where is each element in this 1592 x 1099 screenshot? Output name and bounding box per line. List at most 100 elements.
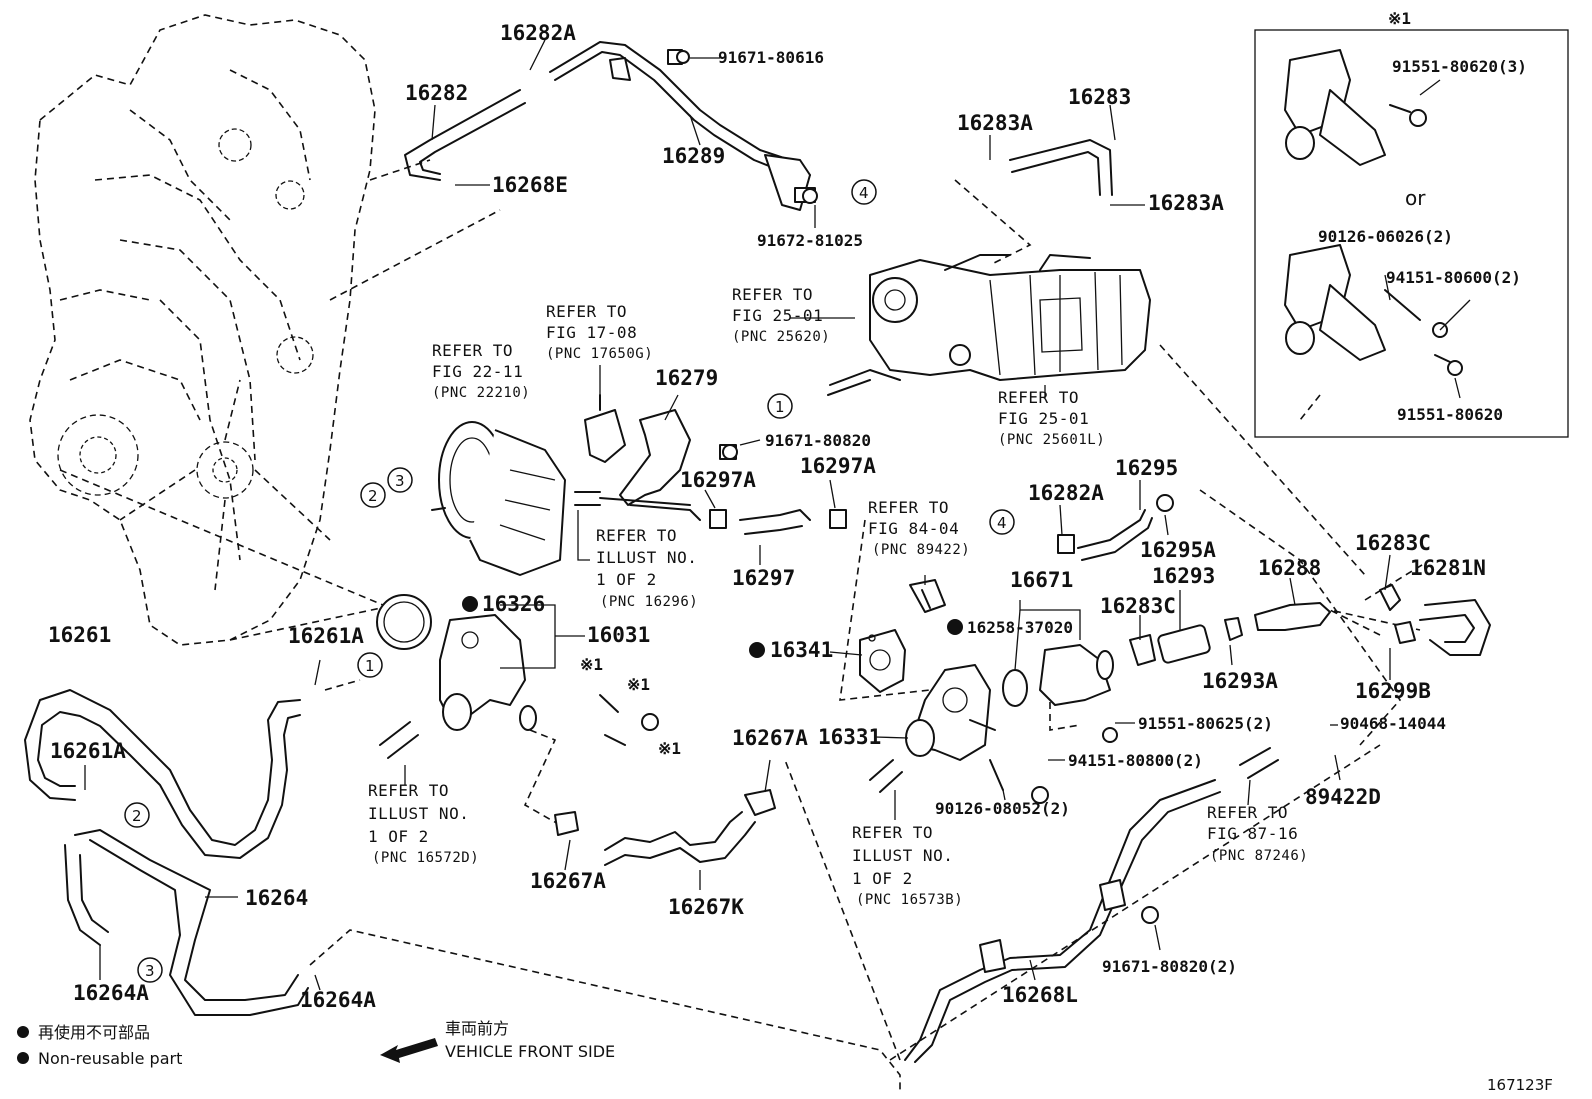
gasket-16341 xyxy=(859,629,906,693)
ref-fig22-line2: FIG 22-11 xyxy=(432,362,523,381)
callout-2-a xyxy=(360,482,386,508)
water-outlet-16031 xyxy=(376,594,537,731)
part-labels: 16282A 91671-80616 16282 16268E 16289 91… xyxy=(48,21,1486,1012)
callout-1-b-text: 1 xyxy=(365,657,375,675)
ref-fig25a-line3: (PNC 25620) xyxy=(732,329,830,345)
label-16258-37020: 16258-37020 xyxy=(967,618,1073,637)
hose-16297 xyxy=(709,509,847,535)
label-16264A-right: 16264A xyxy=(300,988,376,1012)
callout-4-b-text: 4 xyxy=(997,514,1007,532)
label-16268L: 16268L xyxy=(1002,983,1078,1007)
inset-or-text: or xyxy=(1405,186,1426,210)
label-91672-81025: 91672-81025 xyxy=(757,231,863,250)
label-16293: 16293 xyxy=(1152,564,1215,588)
label-16299B: 16299B xyxy=(1355,679,1431,703)
ref-illust3-line4: (PNC 16573B) xyxy=(856,892,963,908)
ref-fig22-line3: (PNC 22210) xyxy=(432,385,530,401)
callout-4-b xyxy=(989,509,1015,535)
ref-illust1-line3: 1 OF 2 xyxy=(596,570,657,589)
refer-to-notes: REFER TO FIG 22-11 (PNC 22210) REFER TO … xyxy=(368,285,1308,908)
label-16331: 16331 xyxy=(818,725,881,749)
bolts-group xyxy=(599,50,1159,924)
label-16261: 16261 xyxy=(48,623,111,647)
label-16289: 16289 xyxy=(662,144,725,168)
hose-16293 xyxy=(1129,617,1243,666)
ref-fig84-line2: FIG 84-04 xyxy=(868,519,959,538)
label-91551-80625: 91551-80625(2) xyxy=(1138,714,1273,733)
label-89422D: 89422D xyxy=(1305,785,1381,809)
label-16282A: 16282A xyxy=(500,21,576,45)
legend-dot-2 xyxy=(17,1052,29,1064)
timing-chain-cover xyxy=(29,14,501,646)
inset-label-91551-80620: 91551-80620 xyxy=(1397,405,1503,424)
ref-illust3-line3: 1 OF 2 xyxy=(852,869,913,888)
callout-3-a xyxy=(387,467,413,493)
reference-dashed-lines xyxy=(59,179,1431,1090)
label-16288: 16288 xyxy=(1258,556,1321,580)
hose-16282 xyxy=(404,89,526,181)
inset-mark: ※1 xyxy=(1388,9,1411,28)
throttle-body xyxy=(431,421,566,576)
label-16261A-left: 16261A xyxy=(50,739,126,763)
label-91671-80820: 91671-80820 xyxy=(765,431,871,450)
ref-fig87-line2: FIG 87-16 xyxy=(1207,824,1298,843)
legend-en-text: Non-reusable part xyxy=(38,1049,182,1068)
label-16297A-left: 16297A xyxy=(680,468,756,492)
hose-16283 xyxy=(1009,139,1113,196)
ref-illust1-line1: REFER TO xyxy=(596,526,677,545)
ref-illust1-line2: ILLUST NO. xyxy=(596,548,697,567)
ref-illust2-line1: REFER TO xyxy=(368,781,449,800)
label-16671: 16671 xyxy=(1010,568,1073,592)
ref-illust2-line4: (PNC 16572D) xyxy=(372,850,479,866)
egr-cooler-assembly xyxy=(827,254,1151,396)
hose-16295 xyxy=(1057,494,1174,561)
label-16297: 16297 xyxy=(732,566,795,590)
pipe-16268L xyxy=(904,779,1221,1063)
mark-note-1b: ※1 xyxy=(627,675,650,694)
label-91671-80820-2: 91671-80820(2) xyxy=(1102,957,1237,976)
hose-87246 xyxy=(379,721,1279,793)
inset-box xyxy=(1254,29,1569,438)
label-90126-08052: 90126-08052(2) xyxy=(935,799,1070,818)
label-16341: 16341 xyxy=(770,638,833,662)
legend-dot-1 xyxy=(17,1026,29,1038)
label-16283A-right: 16283A xyxy=(1148,191,1224,215)
label-16264: 16264 xyxy=(245,886,308,910)
label-90468-14044: 90468-14044 xyxy=(1340,714,1446,733)
label-91671-80616: 91671-80616 xyxy=(718,48,824,67)
ref-fig25a-line2: FIG 25-01 xyxy=(732,306,823,325)
legend: 再使用不可部品 Non-reusable part 車両前方 VEHICLE F… xyxy=(17,1019,615,1068)
label-16282A-mid: 16282A xyxy=(1028,481,1104,505)
nonreusable-dot-16258 xyxy=(947,619,963,635)
callout-4-a-text: 4 xyxy=(859,184,869,202)
ref-fig87-line1: REFER TO xyxy=(1207,803,1288,822)
label-16293A: 16293A xyxy=(1202,669,1278,693)
callout-3-b xyxy=(137,957,163,983)
legend-jp-text: 再使用不可部品 xyxy=(38,1023,150,1042)
label-16326: 16326 xyxy=(482,592,545,616)
callout-3-a-text: 3 xyxy=(395,472,405,490)
inset-labels: ※1 91551-80620(3) or 90126-06026(2) 9415… xyxy=(1318,9,1527,424)
callout-1-b xyxy=(357,652,383,678)
label-94151-80800: 94151-80800(2) xyxy=(1068,751,1203,770)
mark-note-1c: ※1 xyxy=(658,739,681,758)
hose-16261 xyxy=(24,689,301,859)
ref-fig87-line3: (PNC 87246) xyxy=(1210,848,1308,864)
ref-illust3-line2: ILLUST NO. xyxy=(852,846,953,865)
front-arrow-icon xyxy=(380,1038,438,1063)
label-16031: 16031 xyxy=(587,623,650,647)
label-16283C-right: 16283C xyxy=(1355,531,1431,555)
callout-2-b-text: 2 xyxy=(132,807,142,825)
ref-fig17-line2: FIG 17-08 xyxy=(546,323,637,342)
water-inlet-16331 xyxy=(905,664,996,761)
label-16268E: 16268E xyxy=(492,173,568,197)
ref-fig25a-line1: REFER TO xyxy=(732,285,813,304)
ref-fig17-line3: (PNC 17650G) xyxy=(546,346,653,362)
thermostat-16671 xyxy=(1002,644,1114,707)
bracket-16279 xyxy=(584,394,737,521)
pipe-16296 xyxy=(574,491,601,506)
ref-illust2-line3: 1 OF 2 xyxy=(368,827,429,846)
legend-front-jp: 車両前方 xyxy=(445,1019,509,1038)
diagram-code: 167123F xyxy=(1487,1076,1553,1094)
